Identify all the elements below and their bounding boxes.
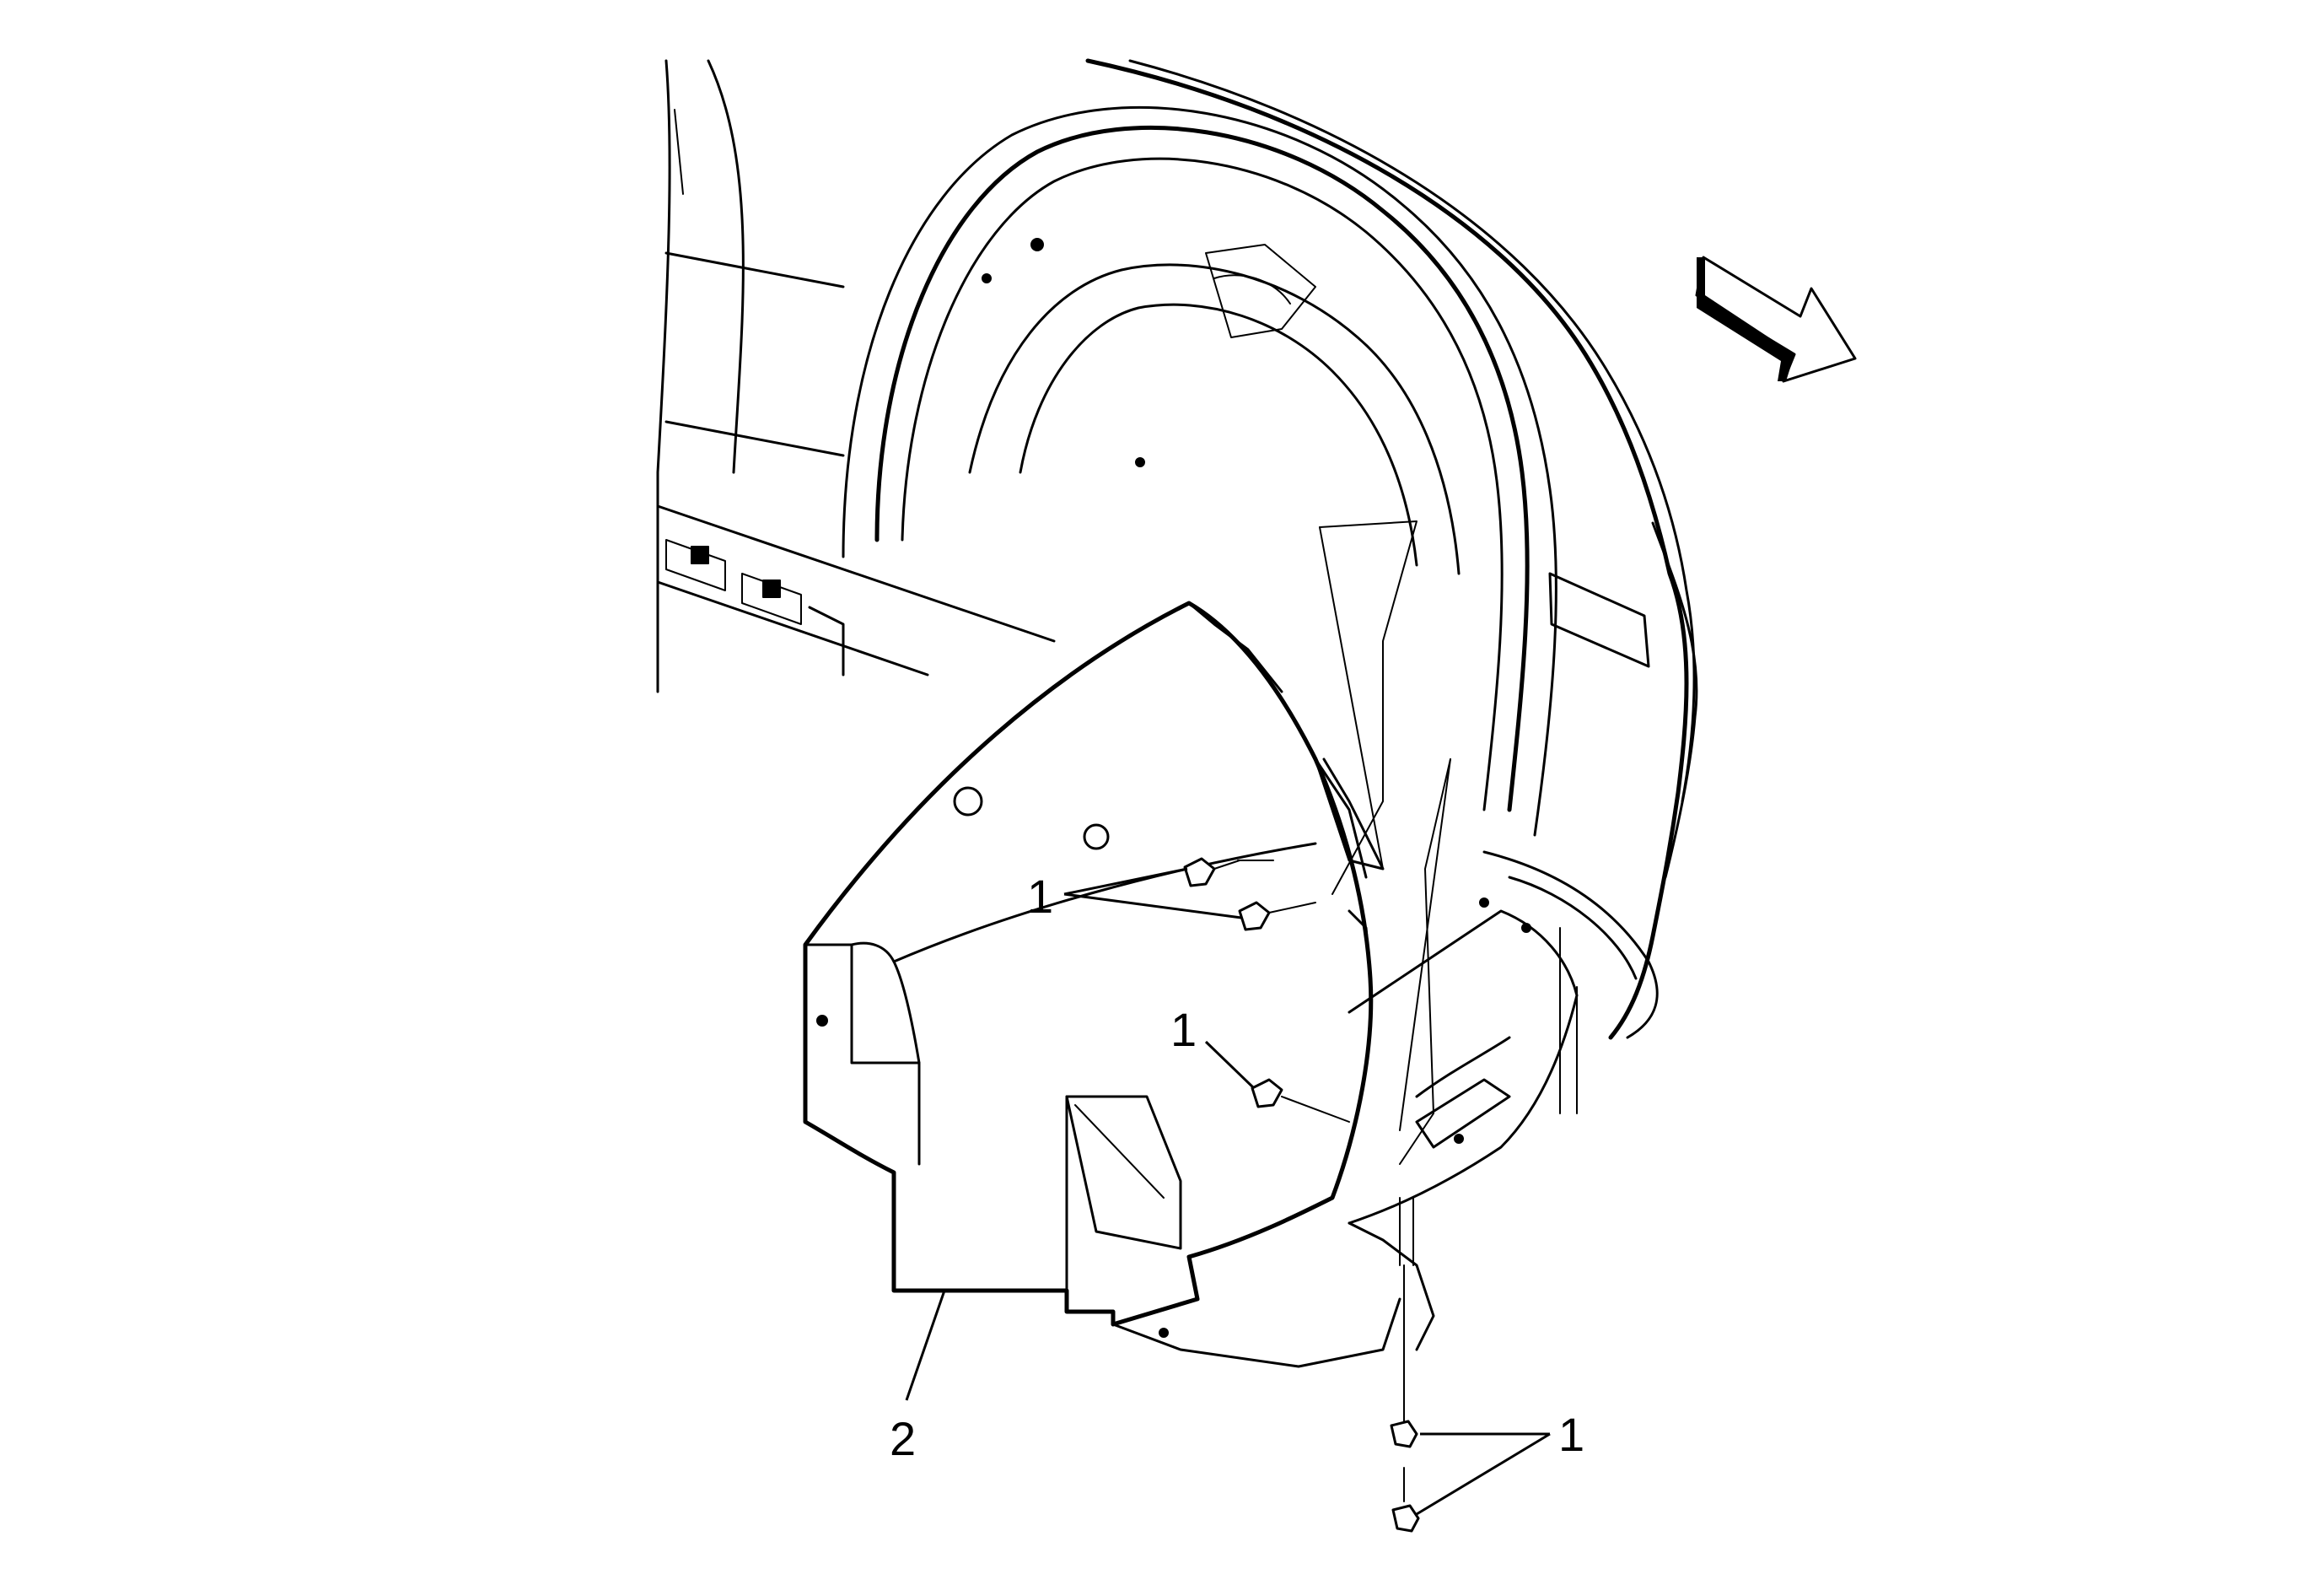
callout-label-liner: 2 [890,1412,916,1465]
callout-leaders [905,867,1551,1516]
installation-guide-lines [1319,520,1578,1426]
fastener-middle [1251,1078,1350,1123]
fastener-lower-2 [1391,1467,1420,1533]
vehicle-body-structure [656,58,1698,1040]
callout-label-fastener-middle: 1 [1170,1003,1197,1056]
fastener-lower-1 [1390,1420,1418,1448]
fastener-upper-2 [1238,901,1316,931]
wheelhouse-liner [803,601,1401,1368]
forward-direction-arrow-icon [1695,256,1857,383]
fastener-upper-1 [1183,857,1274,887]
callout-label-fastener-upper: 1 [1027,870,1053,923]
callout-label-fastener-lower: 1 [1558,1408,1584,1461]
